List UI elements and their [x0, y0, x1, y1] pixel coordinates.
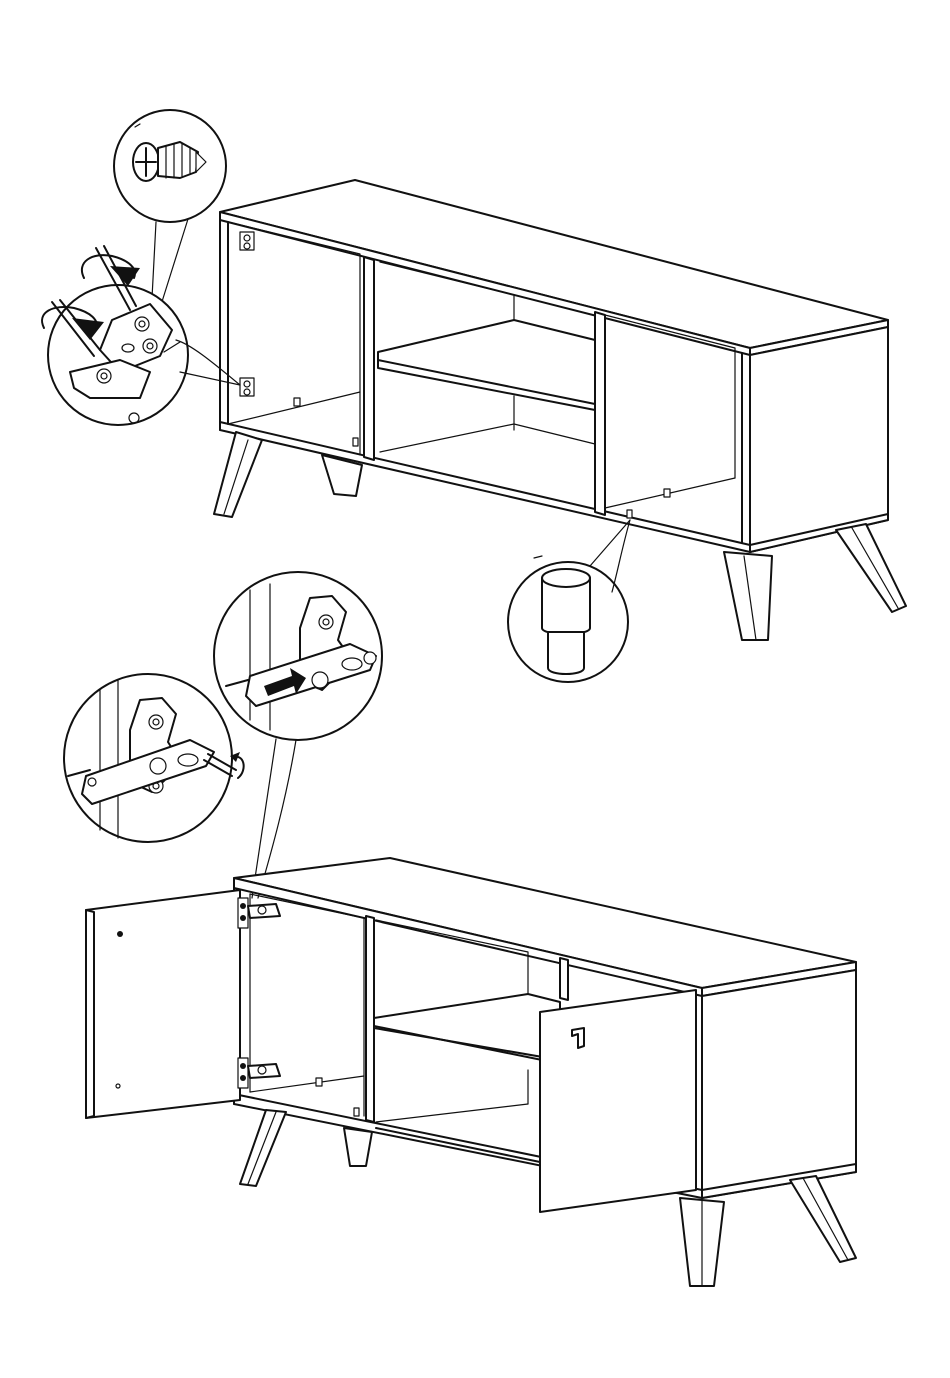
cabinet-step-2 [86, 858, 856, 1286]
left-compartment-back [228, 222, 360, 455]
door-bumper-icon [542, 569, 590, 674]
cabinet2-top-surface [234, 858, 856, 988]
hinge-plate-top [240, 232, 254, 250]
hinge-plate-callout [42, 246, 240, 425]
hinge-top [238, 898, 280, 928]
cabinet-top-surface [220, 180, 888, 348]
right-door [540, 990, 696, 1212]
bumper-center [353, 438, 358, 446]
left-door-open [86, 890, 240, 1118]
bumper2-left [316, 1078, 322, 1086]
bumper-right [664, 489, 670, 497]
leg-back-right [836, 524, 906, 612]
divider-left [364, 257, 374, 460]
door-hole-top [117, 931, 123, 937]
leg2-front-left [240, 1110, 286, 1186]
cabinet-bottom-edge [220, 422, 750, 552]
bumper2-center [354, 1108, 359, 1116]
leg-front-right [724, 552, 772, 640]
bumper-callout [508, 520, 630, 682]
hinge-adjust-callout [64, 674, 244, 842]
bumper-edge [627, 510, 632, 518]
hinge-clip-callout [214, 572, 382, 898]
cabinet2-right-side [702, 970, 856, 1198]
hinge-bottom [238, 1058, 280, 1088]
bumper-left [294, 398, 300, 406]
cabinet2-divider-left [366, 916, 374, 1122]
cabinet2-middle-shelf [374, 994, 560, 1060]
leg2-back-right [790, 1176, 856, 1262]
leg-front-left [214, 432, 262, 517]
leg2-back-left [344, 1128, 372, 1166]
divider-right [595, 312, 605, 515]
hinge-plate-bottom [240, 378, 254, 396]
